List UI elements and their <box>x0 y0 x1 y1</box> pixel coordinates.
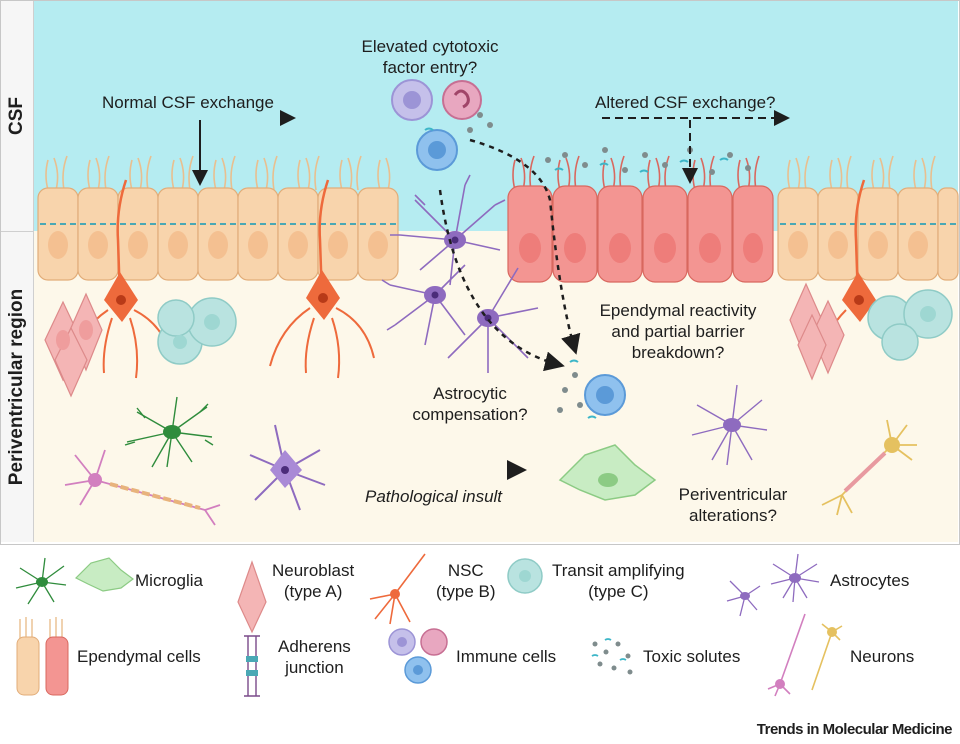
astrocytic-arrow <box>438 189 565 372</box>
legend-astrocytes-label: Astrocytes <box>830 571 910 590</box>
legend-ependymal-icon <box>16 617 69 696</box>
region-divider <box>1 231 34 232</box>
ependymal-nuclei-right <box>788 231 928 259</box>
legend-neuroblast-icon <box>237 560 267 634</box>
transit-cells-right <box>867 289 953 361</box>
elevated-entry-line2: factor entry? <box>382 58 478 77</box>
ependymal-normal-right <box>777 187 959 281</box>
ependymal-reactivity-line2: and partial barrier <box>611 322 745 341</box>
elevated-entry-label: Elevated cytotoxic factor entry? <box>350 36 510 78</box>
legend-toxic-label: Toxic solutes <box>643 647 741 666</box>
astrocyte-cluster <box>381 174 539 373</box>
legend-nsc-line2: (type B) <box>436 582 496 601</box>
cilia-left <box>45 155 391 191</box>
normal-csf-exchange-label: Normal CSF exchange <box>102 93 274 112</box>
pathological-insult-label: Pathological insult <box>365 487 503 506</box>
legend-immune-label: Immune cells <box>456 647 557 666</box>
legend-adherens-icon <box>244 635 260 697</box>
ependymal-reactive <box>507 185 774 283</box>
legend-neurons-icon <box>767 613 806 697</box>
legend-ependymal-label: Ependymal cells <box>77 647 201 666</box>
ependymal-reactivity-label: Ependymal reactivity and partial barrier… <box>588 300 768 363</box>
legend-nsc-label: NSC (type B) <box>436 560 496 602</box>
immune-cell-lower <box>584 374 626 416</box>
ependymal-reactivity-line3: breakdown? <box>631 343 725 362</box>
periventricular-alterations-label: Periventricular alterations? <box>658 484 808 526</box>
legend-astrocytes-icon <box>726 553 820 617</box>
schematic-diagram <box>37 79 959 526</box>
legend-neuroblast-line2: (type A) <box>283 582 343 601</box>
legend-transit-line2: (type C) <box>588 582 649 601</box>
astrocytic-line2: compensation? <box>412 405 528 424</box>
legend-toxic-icon <box>592 641 633 675</box>
periventricular-alt-line2: alterations? <box>689 506 777 525</box>
immune-cells-top <box>391 79 482 171</box>
legend-neuroblast-label: Neuroblast (type A) <box>272 560 354 602</box>
altered-csf-exchange-label: Altered CSF exchange? <box>595 93 776 112</box>
elevated-entry-line1: Elevated cytotoxic <box>361 37 499 56</box>
legend-nsc-icon <box>369 553 426 625</box>
legend-nsc-line1: NSC <box>447 561 484 580</box>
ependymal-reactive-nuclei <box>519 233 763 263</box>
legend-transit-line1: Transit amplifying <box>552 561 685 580</box>
astrocyte-lower <box>249 424 326 511</box>
nsc-cell-center <box>269 179 375 379</box>
neuroblast-cluster-right <box>789 282 845 381</box>
journal-credit: Trends in Molecular Medicine <box>756 721 953 738</box>
legend-microglia-icon <box>15 557 67 605</box>
legend-neurons-label: Neurons <box>850 647 915 666</box>
cytotoxic-entry-arrow <box>469 138 581 355</box>
ependymal-reactivity-line1: Ependymal reactivity <box>599 301 757 320</box>
transit-cells-left <box>157 297 237 365</box>
astrocytic-line1: Astrocytic <box>433 384 507 403</box>
legend-immune-icon <box>388 628 448 684</box>
ependymal-nuclei-left <box>48 231 388 259</box>
astrocyte-right <box>691 384 768 466</box>
legend-adherens-line1: Adherens <box>278 637 351 656</box>
neuron-left <box>64 449 221 526</box>
region-label-column <box>1 1 34 542</box>
legend-neuroblast-line1: Neuroblast <box>272 561 355 580</box>
legend-adherens-line2: junction <box>285 658 344 677</box>
microglia-cell <box>124 396 214 468</box>
toxic-solutes-teal <box>424 127 729 419</box>
neuroblast-cluster-left <box>44 292 103 398</box>
legend-icons <box>15 553 843 697</box>
legend-adherens-label: Adherens junction <box>278 636 351 678</box>
astrocytic-compensation-label: Astrocytic compensation? <box>395 383 545 425</box>
astrocyte-somas <box>424 231 499 327</box>
legend-transit-label: Transit amplifying (type C) <box>552 560 685 602</box>
reactive-microglia <box>558 444 657 501</box>
legend-microglia-label: Microglia <box>135 571 204 590</box>
legend-reactive-microglia-icon <box>74 557 134 592</box>
periventricular-alt-line1: Periventricular <box>678 485 788 504</box>
periventricular-region <box>1 231 958 542</box>
